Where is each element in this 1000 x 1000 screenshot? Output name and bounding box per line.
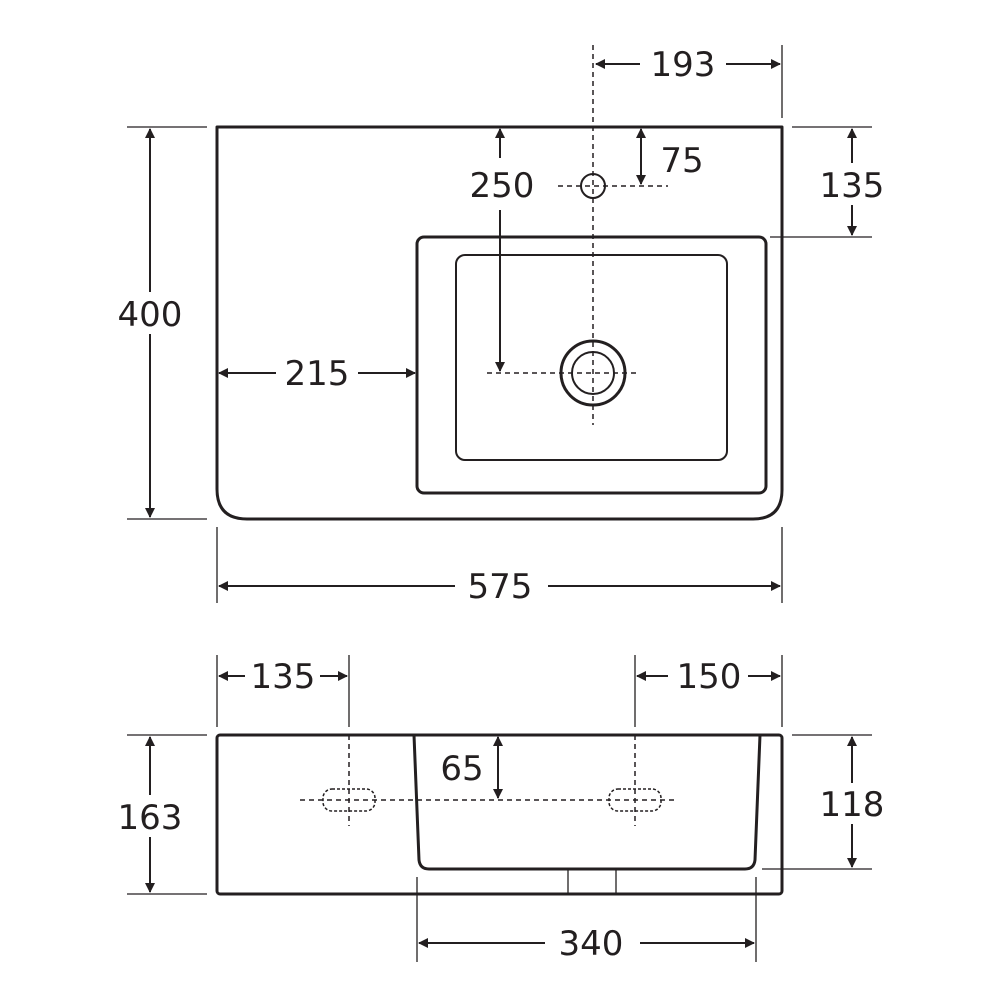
dim-label-400: 400 <box>118 295 183 335</box>
dim-label-118: 118 <box>820 785 885 825</box>
dim-label-135-bottom: 135 <box>251 657 316 697</box>
bowl-inner <box>455 254 728 461</box>
bowl-outer-rim <box>415 235 768 495</box>
dim-label-65: 65 <box>440 749 483 789</box>
basin-front-outline <box>215 733 784 896</box>
dim-label-135-top: 135 <box>820 166 885 206</box>
dim-label-150: 150 <box>677 657 742 697</box>
dim-label-163: 163 <box>118 798 183 838</box>
top-view: 193 75 250 135 400 215 575 <box>118 45 885 607</box>
dim-label-340: 340 <box>559 924 624 964</box>
dim-label-193: 193 <box>651 45 716 85</box>
dim-label-250: 250 <box>470 166 535 206</box>
dim-label-215: 215 <box>285 354 350 394</box>
dim-label-575: 575 <box>468 567 533 607</box>
dim-label-75: 75 <box>660 141 703 181</box>
bowl-profile <box>412 734 762 871</box>
basin-top-outline <box>215 125 784 521</box>
tap-hole <box>580 173 606 199</box>
front-view: 135 150 65 163 118 340 <box>118 655 885 964</box>
